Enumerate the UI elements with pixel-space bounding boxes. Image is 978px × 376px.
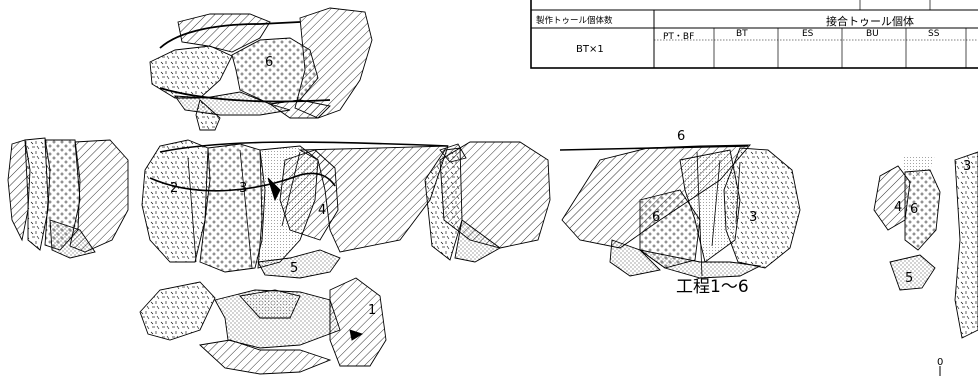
artifact-left-view — [7, 137, 129, 259]
label-far-5: 5 — [905, 271, 913, 286]
artifact-composite — [559, 144, 801, 279]
table-col-1: BT — [736, 29, 748, 39]
table-col-2: ES — [802, 29, 814, 39]
artifact-right-view — [424, 141, 551, 263]
table-col-0: PT・BF — [663, 32, 695, 42]
label-4: 4 — [318, 203, 326, 218]
label-right-6-left: 6 — [652, 210, 660, 225]
artifact-fragments — [873, 151, 978, 339]
artifact-bottom-view — [139, 277, 387, 375]
label-far-4: 4 — [894, 200, 902, 215]
label-right-6-top: 6 — [677, 129, 685, 144]
label-2: 2 — [170, 181, 178, 196]
table-label-count: 製作トゥール個体数 — [536, 16, 613, 26]
artifact-main-face — [141, 139, 449, 279]
process-caption: 工程1～6 — [676, 277, 749, 297]
artifact-top-view — [149, 7, 373, 131]
scale-label: 0 — [937, 357, 944, 368]
table-label-join: 接合トゥール個体 — [826, 15, 914, 28]
label-top-6: 6 — [265, 55, 273, 70]
label-right-3: 3 — [749, 210, 757, 225]
label-5: 5 — [290, 261, 298, 276]
label-far-3: 3 — [963, 159, 971, 174]
label-1: 1 — [368, 303, 376, 318]
table-col-3: BU — [866, 29, 879, 39]
label-far-6: 6 — [910, 202, 918, 217]
table-col-4: SS — [928, 29, 940, 39]
tool-table — [530, 0, 978, 69]
label-3: 3 — [239, 181, 247, 196]
table-count-value: BT×1 — [576, 44, 604, 55]
